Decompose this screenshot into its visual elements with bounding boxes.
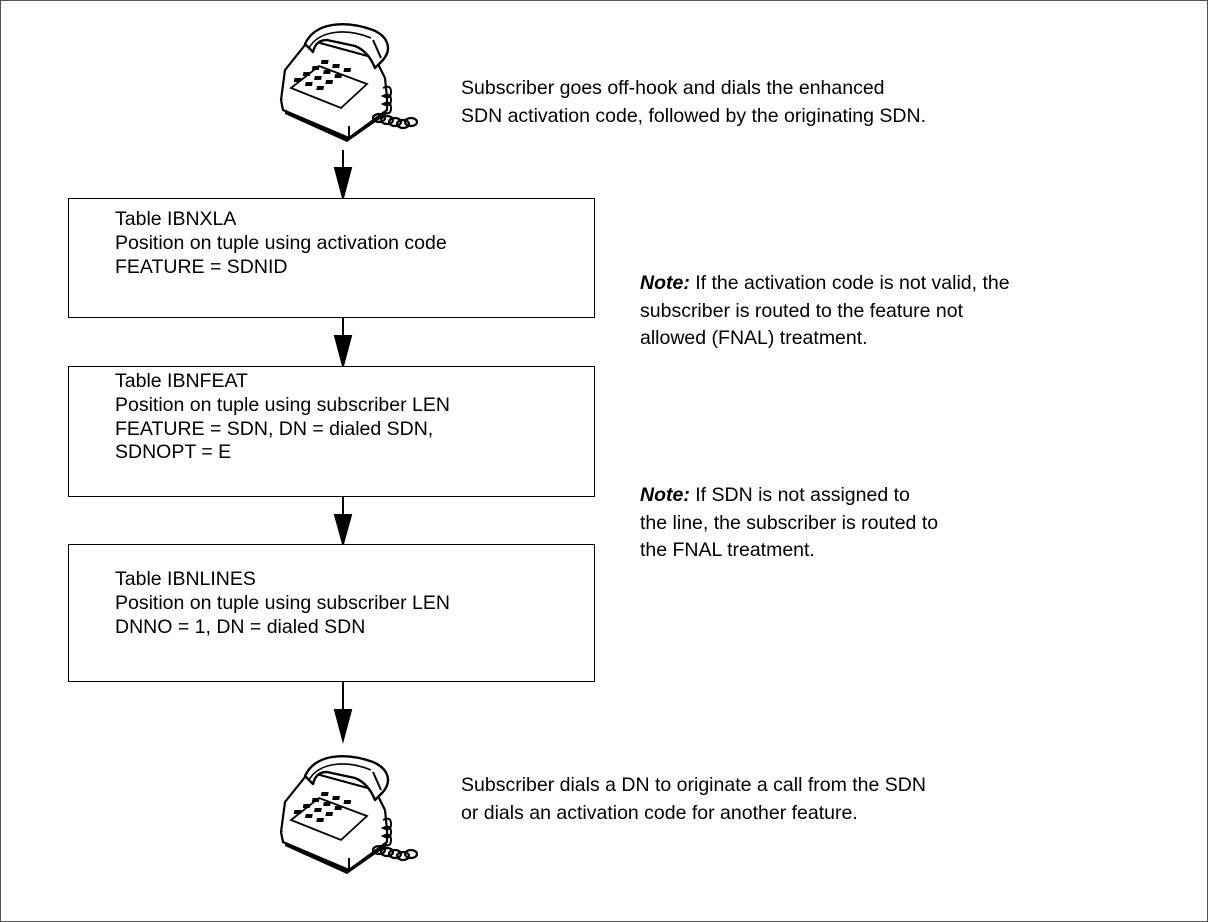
start-text-line: SDN activation code, followed by the ori… (461, 105, 926, 127)
box-line: FEATURE = SDN, DN = dialed SDN, (115, 417, 434, 440)
box-line: SDNOPT = E (115, 441, 232, 464)
note-text: the FNAL treatment. (640, 539, 815, 561)
process-box-ibnxla: Table IBNXLA Position on tuple using act… (68, 198, 595, 318)
box-title: Table IBNFEAT (115, 370, 248, 392)
box-line: Position on tuple using activation code (115, 231, 447, 254)
note-text: allowed (FNAL) treatment. (640, 327, 868, 349)
box-line: Position on tuple using subscriber LEN (115, 393, 450, 416)
telephone-icon (279, 23, 419, 144)
start-text-line: Subscriber goes off-hook and dials the e… (461, 77, 885, 99)
start-step-text: Subscriber goes off-hook and dials the e… (461, 74, 926, 130)
box-title: Table IBNLINES (115, 568, 256, 590)
box-line: FEATURE = SDNID (115, 255, 288, 278)
process-box-ibnlines: Table IBNLINES Position on tuple using s… (68, 544, 595, 682)
process-box-ibnfeat: Table IBNFEAT Position on tuple using su… (68, 366, 595, 497)
note-text: the line, the subscriber is routed to (640, 511, 939, 534)
note-text: If the activation code is not valid, the (689, 272, 1010, 294)
end-text-line: Subscriber dials a DN to originate a cal… (461, 774, 926, 796)
end-step-text: Subscriber dials a DN to originate a cal… (461, 771, 926, 827)
box-line: DNNO = 1, DN = dialed SDN (115, 615, 366, 638)
box-line: Position on tuple using subscriber LEN (115, 591, 450, 614)
telephone-icon (279, 755, 419, 876)
note-label: Note: (640, 484, 690, 506)
note-text: subscriber is routed to the feature not (640, 299, 964, 322)
note-text: If SDN is not assigned to (689, 484, 910, 506)
end-text-line: or dials an activation code for another … (461, 802, 858, 824)
note-label: Note: (640, 272, 690, 294)
note-activation-code: Note: If the activation code is not vali… (640, 270, 1010, 353)
box-title: Table IBNXLA (115, 208, 237, 230)
flow-arrows (333, 150, 353, 744)
note-sdn-not-assigned: Note: If SDN is not assigned to the line… (640, 482, 938, 565)
